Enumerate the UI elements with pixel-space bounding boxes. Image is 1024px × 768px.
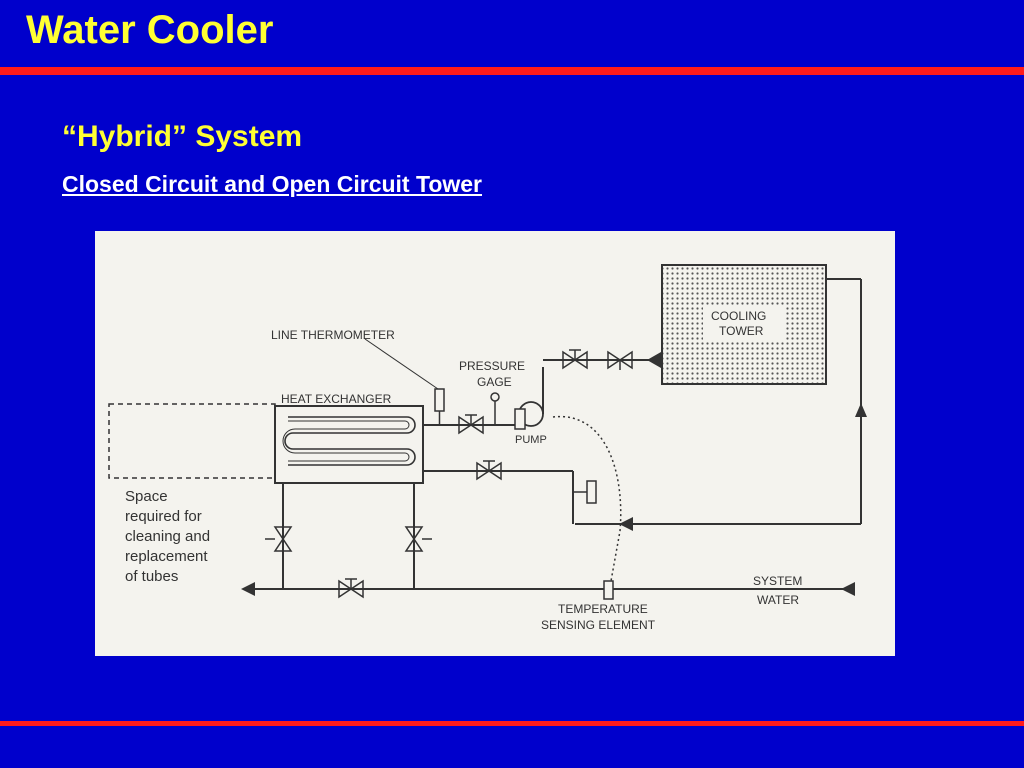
flow-arrow-icon: [647, 352, 661, 368]
valve-icon: [458, 415, 473, 435]
label-space-5: of tubes: [125, 568, 178, 585]
thermometer-icon: [586, 480, 597, 504]
heat-exchanger-tubes-inner: [282, 420, 410, 462]
diagram-figure: LINE THERMOMETER PRESSURE GAGE HEAT EXCH…: [95, 231, 895, 656]
label-space-3: cleaning and: [125, 528, 210, 545]
heat-exchanger-tubes: [284, 416, 416, 466]
label-temperature-1: TEMPERATURE: [558, 602, 648, 616]
label-line-thermometer: LINE THERMOMETER: [271, 328, 395, 342]
label-space-2: required for: [125, 508, 202, 525]
temperature-sensing-element-icon: [603, 580, 614, 600]
slide-title: Water Cooler: [26, 8, 274, 52]
label-pump: PUMP: [515, 434, 547, 446]
label-space-1: Space: [125, 488, 168, 505]
subtitle: “Hybrid” System: [62, 120, 303, 153]
label-heat-exchanger: HEAT EXCHANGER: [281, 392, 392, 406]
label-temperature-2: SENSING ELEMENT: [541, 618, 656, 632]
label-space-4: replacement: [125, 548, 208, 565]
hybrid-system-diagram: LINE THERMOMETER PRESSURE GAGE HEAT EXCH…: [108, 264, 867, 632]
top-rule: [0, 67, 1024, 75]
subheading: Closed Circuit and Open Circuit Tower: [62, 171, 483, 197]
label-cooling-tower-2: TOWER: [719, 324, 764, 338]
label-system-water-1: SYSTEM: [753, 574, 802, 588]
bottom-rule: [0, 721, 1024, 726]
pressure-gage-icon: [490, 392, 500, 402]
space-required-box: [108, 403, 276, 479]
label-pressure-gage-2: GAGE: [477, 375, 512, 389]
label-system-water-2: WATER: [757, 593, 799, 607]
label-cooling-tower-1: COOLING: [711, 309, 766, 323]
label-pressure-gage-1: PRESSURE: [459, 359, 525, 373]
heat-exchanger-shell: [274, 405, 424, 484]
line-thermometer-icon: [434, 388, 445, 412]
